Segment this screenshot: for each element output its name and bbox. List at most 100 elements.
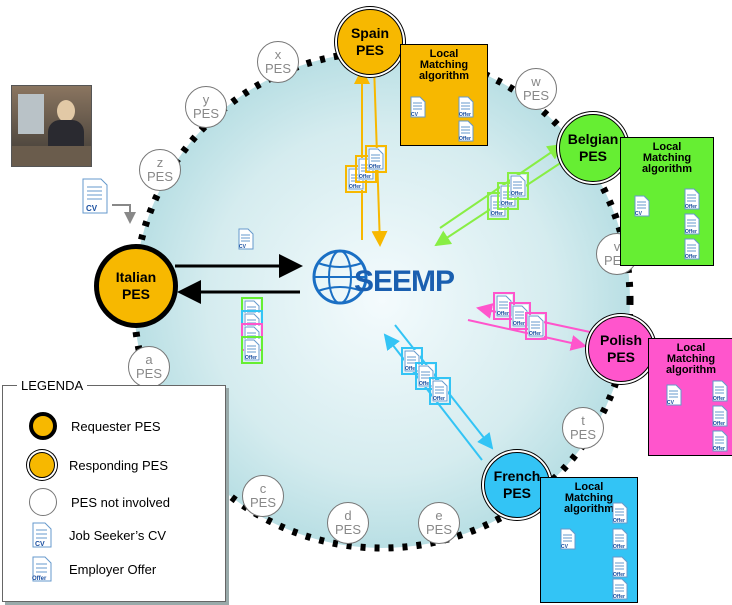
not-involved-circle-icon — [29, 488, 57, 516]
offer-document-icon: Offer — [612, 578, 628, 600]
legend-item-responding: Responding PES — [29, 452, 168, 478]
svg-text:CV: CV — [411, 112, 419, 118]
svg-text:Offer: Offer — [349, 184, 361, 190]
svg-text:CV: CV — [239, 244, 247, 250]
svg-text:Offer: Offer — [713, 421, 725, 427]
belgian-pes-node[interactable]: Belgian PES — [559, 114, 627, 182]
seemp-logo: SEEMP — [312, 243, 482, 313]
cv-document-icon: CV — [32, 522, 52, 548]
spain-pes-label: PES — [355, 42, 384, 58]
svg-text:Offer: Offer — [459, 112, 471, 118]
responding-circle-icon — [29, 452, 55, 478]
spain-pes-node[interactable]: Spain PES — [337, 9, 403, 75]
italian-pes-node[interactable]: Italian PES — [94, 244, 178, 328]
offer-document-icon: Offer — [401, 347, 423, 375]
cv-document-icon: CV — [666, 384, 682, 406]
svg-text:Offer: Offer — [685, 229, 697, 235]
italian-pes-name: Italian — [115, 269, 157, 285]
offer-document-icon: Offer — [712, 430, 728, 452]
offer-document-icon: Offer — [509, 302, 531, 330]
cv-document-icon: CV — [410, 96, 426, 118]
cv-document-icon: CV — [238, 228, 254, 250]
requester-circle-icon — [29, 412, 57, 440]
french-pes-label: PES — [502, 485, 531, 501]
svg-text:Offer: Offer — [405, 366, 417, 372]
seemp-logo-text: SEEMP — [354, 265, 455, 298]
offer-document-icon: Offer — [612, 528, 628, 550]
offer-document-icon: Offer — [415, 362, 437, 390]
legend-title: LEGENDA — [17, 378, 88, 393]
legend-item-offer: Offer Employer Offer — [29, 556, 156, 582]
svg-text:Offer: Offer — [685, 204, 697, 210]
italian-pes-label: PES — [121, 286, 150, 302]
svg-text:Offer: Offer — [613, 594, 625, 600]
svg-text:Offer: Offer — [529, 331, 541, 337]
belgian-pes-label: PES — [578, 148, 607, 164]
cv-document-icon: CV — [560, 528, 576, 550]
offer-document-icon: Offer — [612, 556, 628, 578]
svg-text:CV: CV — [561, 544, 569, 550]
svg-text:Offer: Offer — [497, 311, 509, 317]
svg-text:Offer: Offer — [613, 544, 625, 550]
svg-text:Offer: Offer — [501, 201, 513, 207]
svg-text:Offer: Offer — [685, 254, 697, 260]
offer-document-icon: Offer — [241, 336, 263, 364]
legend-item-not-involved: PES not involved — [29, 488, 170, 516]
cv-document-icon: CV — [634, 195, 650, 217]
svg-text:Offer: Offer — [491, 211, 503, 217]
offer-document-icon: Offer — [684, 238, 700, 260]
svg-text:CV: CV — [667, 400, 675, 406]
belgian-pes-name: Belgian — [567, 131, 619, 147]
svg-text:Offer: Offer — [369, 164, 381, 170]
svg-text:Offer: Offer — [613, 572, 625, 578]
svg-text:Offer: Offer — [511, 191, 523, 197]
svg-text:Offer: Offer — [613, 518, 625, 524]
svg-text:CV: CV — [635, 211, 643, 217]
cv-document-icon: CV — [82, 178, 108, 214]
offer-document-icon: Offer — [684, 213, 700, 235]
offer-document-icon: Offer — [493, 292, 515, 320]
globe-icon — [312, 249, 368, 305]
offer-document-icon: Offer — [712, 405, 728, 427]
svg-text:Offer: Offer — [32, 576, 47, 582]
offer-document-icon: Offer — [525, 312, 547, 340]
polish-pes-label: PES — [606, 349, 635, 365]
job-seeker-photo — [11, 85, 92, 167]
offer-document-icon: Offer — [684, 188, 700, 210]
french-pes-name: French — [493, 468, 541, 484]
legend-item-cv: CV Job Seeker’s CV — [29, 522, 166, 548]
offer-document-icon: Offer — [429, 377, 451, 405]
offer-document-icon: Offer — [32, 556, 52, 582]
svg-text:Offer: Offer — [245, 355, 257, 361]
svg-text:Offer: Offer — [359, 174, 371, 180]
svg-text:Offer: Offer — [419, 381, 431, 387]
offer-document-icon: Offer — [365, 145, 387, 173]
svg-text:Offer: Offer — [459, 136, 471, 142]
svg-text:Offer: Offer — [713, 396, 725, 402]
legend-item-requester: Requester PES — [29, 412, 161, 440]
svg-text:Offer: Offer — [433, 396, 445, 402]
polish-pes-name: Polish — [599, 332, 642, 348]
svg-text:CV: CV — [35, 541, 45, 548]
svg-text:Offer: Offer — [713, 446, 725, 452]
polish-pes-node[interactable]: Polish PES — [588, 316, 654, 382]
offer-document-icon: Offer — [507, 172, 529, 200]
legend: LEGENDA Requester PES Responding PES PES… — [2, 378, 226, 602]
svg-text:CV: CV — [86, 204, 98, 213]
network-ring — [130, 48, 634, 552]
spain-pes-name: Spain — [350, 25, 390, 41]
offer-document-icon: Offer — [712, 380, 728, 402]
offer-document-icon: Offer — [458, 120, 474, 142]
offer-document-icon: Offer — [612, 502, 628, 524]
